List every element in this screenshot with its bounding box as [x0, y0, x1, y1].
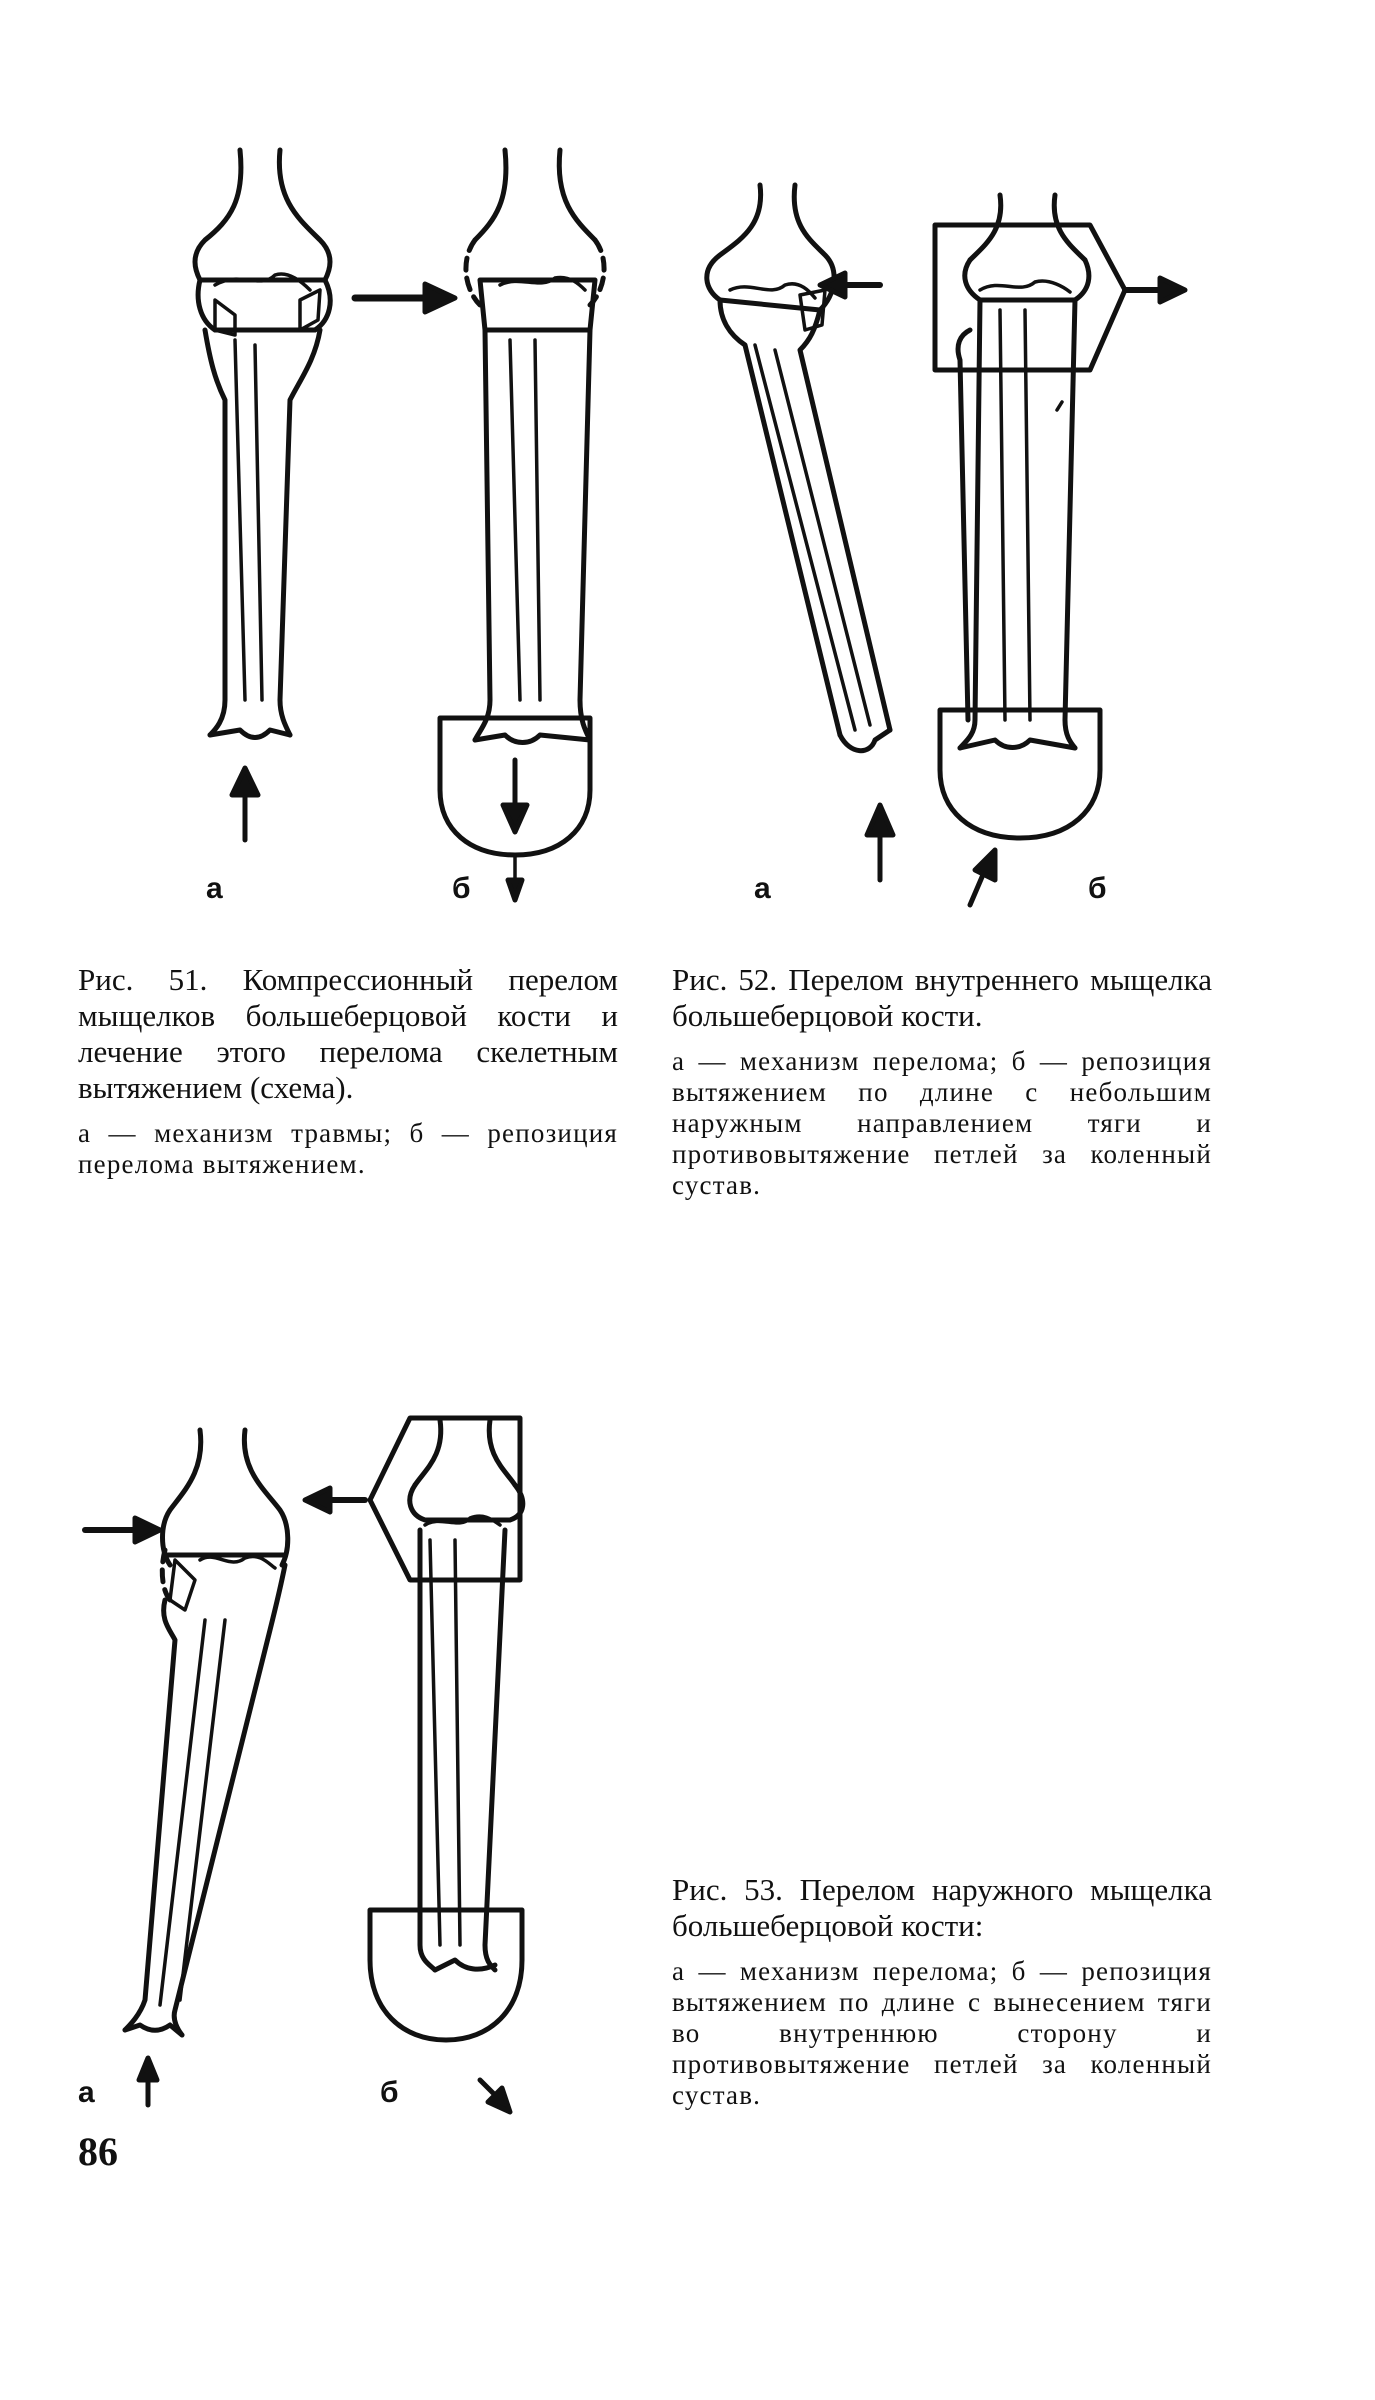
fig52-countertraction-loop — [932, 222, 1188, 412]
fig51-arrow-right — [351, 281, 458, 315]
fig53-countertraction-loop — [302, 1415, 523, 1583]
fig52-arrow-left — [817, 270, 883, 300]
fig51-traction-bow — [437, 715, 593, 903]
fig53-bone-a — [122, 1427, 291, 2038]
fig53-arrow-diag — [477, 2077, 513, 2115]
fig53-arrow-right — [82, 1515, 163, 1545]
fig53-caption-title: Рис. 53. Перелом наружного мыщелка больш… — [672, 1872, 1212, 1943]
page-number: 86 — [78, 2129, 118, 2174]
fig51-caption: Рис. 51. Компрессионный перелом мыщелков… — [78, 962, 618, 1180]
fig51-bone-a — [192, 147, 333, 740]
fig52-arrow-up-a — [864, 802, 896, 883]
fig51-label-a: а — [206, 872, 223, 905]
fig53-label-b: б — [380, 2076, 399, 2109]
fig53-traction-bow — [367, 1907, 525, 2043]
fig52-caption: Рис. 52. Перелом внутреннего мыщелка бол… — [672, 962, 1212, 1201]
fig51-arrow-up-a — [229, 765, 261, 843]
fig52-traction-bow — [937, 707, 1103, 841]
fig52-bone-b — [955, 192, 1092, 751]
fig53-bone-b — [407, 1417, 526, 1973]
fig53-caption-body: а — механизм перелома; б — репозиция выт… — [672, 1956, 1212, 2110]
fig52-caption-body: а — механизм перелома; б — репозиция выт… — [672, 1046, 1212, 1200]
fig52-arrow-diag — [967, 847, 998, 908]
fig51-caption-body: а — механизм травмы; б — репозиция перел… — [78, 1118, 618, 1179]
fig51-caption-title: Рис. 51. Компрессионный перелом мыщелков… — [78, 962, 618, 1105]
fig53-label-a: а — [78, 2076, 95, 2109]
fig51-bone-b — [463, 147, 607, 745]
fig52-bone-a — [704, 182, 893, 754]
fig51-label-b: б — [452, 872, 471, 905]
fig52-label-a: а — [754, 872, 771, 905]
fig53-arrow-up-a — [136, 2055, 160, 2108]
fig52-label-b: б — [1088, 872, 1107, 905]
fig53-caption: Рис. 53. Перелом наружного мыщелка больш… — [672, 1872, 1212, 2111]
fig52-caption-title: Рис. 52. Перелом внутреннего мыщелка бол… — [672, 962, 1212, 1033]
